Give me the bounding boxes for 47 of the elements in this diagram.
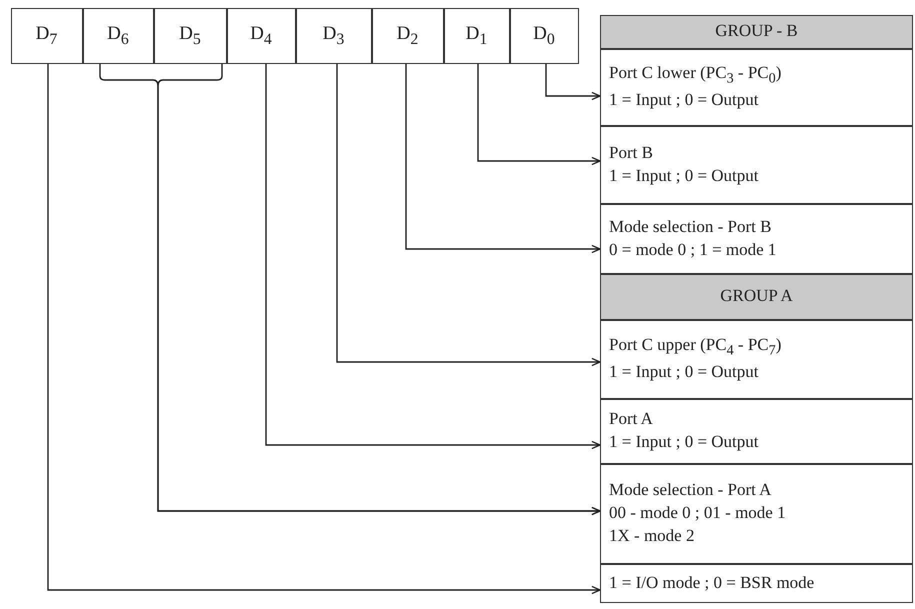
- group-heading: GROUP - B: [715, 20, 798, 42]
- bit-cell: [10, 8, 82, 64]
- field-box: [600, 204, 913, 274]
- group-header-bar: [600, 274, 913, 320]
- bit-cell: [226, 8, 296, 64]
- arrow: [336, 64, 601, 366]
- field-box: [600, 320, 913, 398]
- field-title: Mode selection - Port B: [609, 216, 772, 238]
- bit-cell: [372, 8, 444, 64]
- field-description: 1 = Input ; 0 = Output: [609, 360, 759, 383]
- field-box: [600, 464, 913, 564]
- field-title: Port B: [609, 142, 653, 164]
- field-title: Port A: [609, 408, 653, 430]
- field-description: 1X - mode 2: [609, 524, 694, 547]
- field-description: 1 = Input ; 0 = Output: [609, 164, 759, 187]
- field-box: [600, 398, 913, 464]
- arrow: [47, 64, 601, 594]
- bit-label: D$_{5}$: [179, 23, 201, 49]
- field-box: [600, 48, 913, 126]
- bit-label: D$_{6}$: [107, 23, 129, 49]
- bit-label: D$_{7}$: [36, 23, 58, 49]
- field-description: 0 = mode 0 ; 1 = mode 1: [609, 238, 776, 260]
- field-title: Port C lower (PC$_{3}$ - PC$_{0}$): [609, 62, 782, 89]
- field-description: 00 - mode 0 ; 01 - mode 1: [609, 502, 786, 524]
- arrow: [405, 64, 601, 254]
- bit-label: D$_{0}$: [533, 23, 555, 49]
- field-title: Mode selection - Port A: [609, 479, 772, 502]
- arrow: [545, 64, 601, 100]
- arrow: [265, 64, 601, 450]
- bit-label: D$_{2}$: [396, 23, 418, 49]
- arrow: [477, 64, 601, 166]
- bit-label: D$_{4}$: [250, 23, 272, 49]
- field-description: 1 = Input ; 0 = Output: [609, 88, 759, 111]
- field-box: [600, 126, 913, 204]
- field-box: [600, 564, 913, 602]
- bit-cell: [296, 8, 372, 64]
- group-heading: GROUP A: [720, 285, 793, 308]
- field-title: 1 = I/O mode ; 0 = BSR mode: [609, 572, 814, 594]
- bit-cell: [82, 8, 154, 64]
- bit-label: D$_{3}$: [322, 23, 344, 49]
- bit-cell: [444, 8, 510, 64]
- bit-label: D$_{1}$: [466, 23, 488, 49]
- bit-cell: [510, 8, 578, 64]
- field-description: 1 = Input ; 0 = Output: [609, 431, 759, 453]
- field-title: Port C upper (PC$_{4}$ - PC$_{7}$): [609, 334, 782, 361]
- group-header-bar: [600, 14, 913, 48]
- bit-cell: [154, 8, 226, 64]
